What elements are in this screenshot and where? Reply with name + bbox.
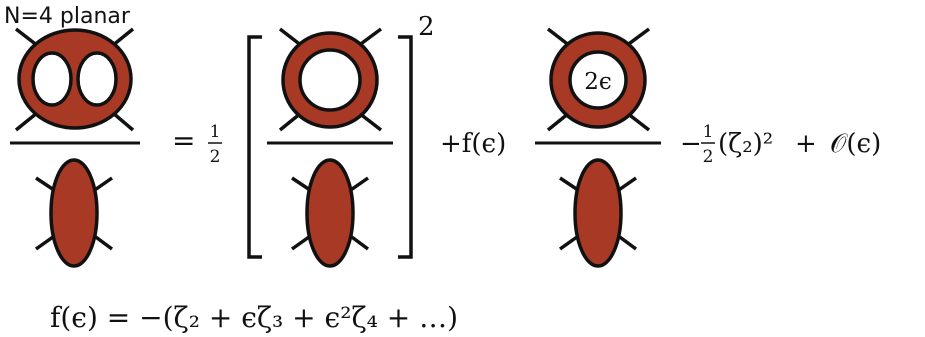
lhs-denominator-tree-diagram [34, 158, 114, 268]
n4-planar-label: N=4 planar [4, 4, 131, 29]
tree-blob [573, 158, 623, 268]
loop-hole [568, 50, 628, 110]
zeta-two-squared: (ζ₂)² [718, 129, 773, 159]
tree-blob [49, 158, 99, 268]
loop-hole [298, 48, 362, 112]
loop-hole-right [76, 51, 118, 107]
half-denominator: 2 [210, 147, 221, 167]
tree-blob [305, 158, 355, 268]
external-leg [14, 111, 39, 132]
right-bracket [398, 35, 413, 259]
zeta-half-denominator: 2 [703, 147, 714, 167]
lhs-two-loop-fraction [10, 27, 140, 268]
plus-sign: + [795, 129, 817, 159]
f-epsilon-definition: f(ϵ) = −(ζ₂ + ϵζ₃ + ϵ²ζ₄ + …) [50, 301, 458, 334]
equals-sign: = [172, 124, 195, 157]
left-bracket [247, 35, 262, 259]
f-epsilon-term: +f(ϵ) [440, 129, 506, 159]
numerator-one-loop-2eps-diagram [546, 27, 651, 132]
order-epsilon-term: 𝒪(ϵ) [830, 129, 881, 159]
lhs-numerator-two-loop-diagram [14, 27, 135, 132]
bracket-numerator-one-loop-diagram [278, 27, 383, 132]
external-leg [111, 111, 135, 132]
bracket-denominator-tree-diagram [290, 158, 370, 268]
one-half-coefficient: 1 2 [208, 122, 222, 167]
minus-sign: − [680, 129, 702, 159]
denominator-tree-diagram [558, 158, 638, 268]
squared-exponent: 2 [418, 12, 435, 42]
zeta-squared-term: − 1 2 (ζ₂)² [680, 122, 773, 167]
half-numerator: 1 [210, 122, 221, 142]
zeta-half-numerator: 1 [703, 122, 714, 142]
two-epsilon-label: 2ϵ [584, 69, 612, 95]
loop-hole-left [31, 51, 73, 107]
two-epsilon-one-loop-fraction: 2ϵ [535, 27, 661, 268]
bracket-one-loop-fraction [267, 27, 393, 268]
